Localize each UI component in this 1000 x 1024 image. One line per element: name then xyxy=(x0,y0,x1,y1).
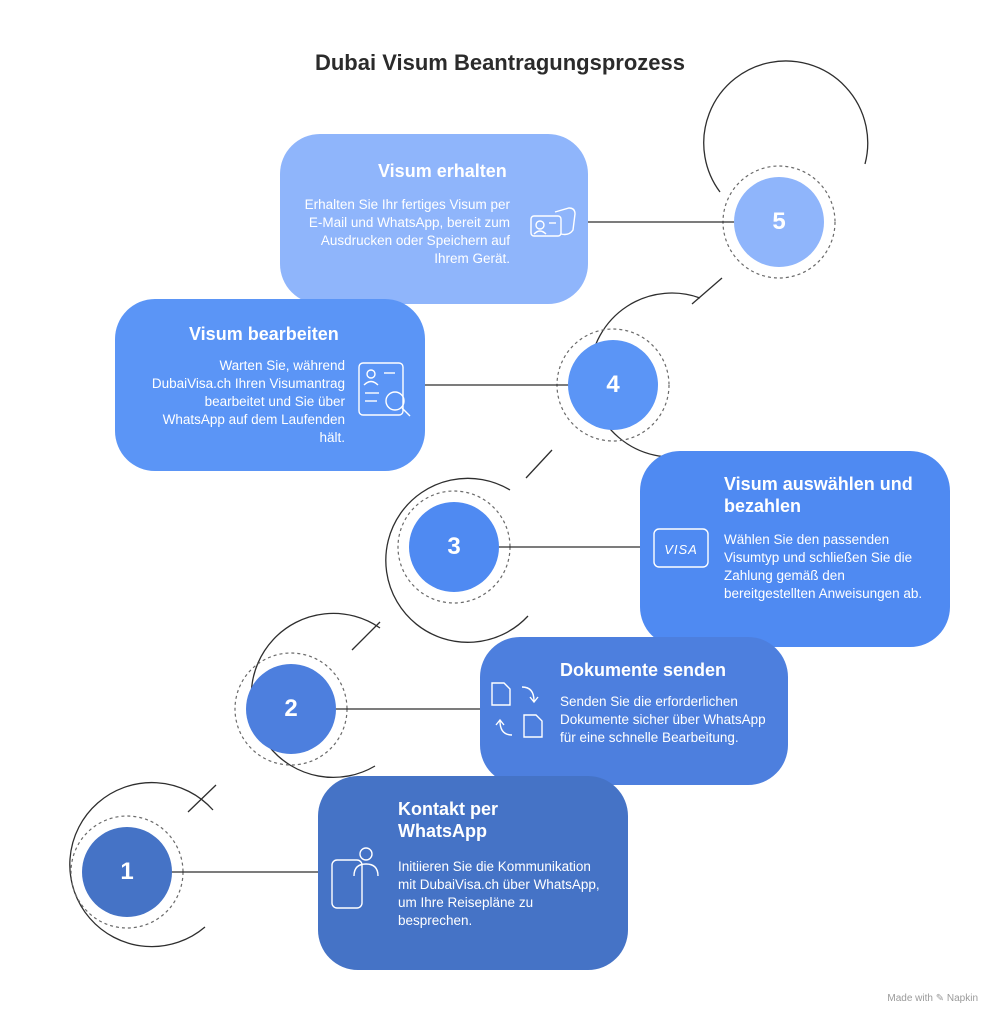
step-card-1: Kontakt per WhatsApp Initiieren Sie die … xyxy=(318,776,628,970)
step-card-5: Visum erhalten Erhalten Sie Ihr fertiges… xyxy=(280,134,588,304)
step-number-4: 4 xyxy=(568,340,658,430)
connector-lines xyxy=(170,221,735,873)
step-title: Visum bearbeiten xyxy=(189,324,339,344)
ring-5 xyxy=(703,60,869,193)
ring-1 xyxy=(69,781,214,948)
step-number-1: 1 xyxy=(82,827,172,917)
step-title: Kontakt per WhatsApp xyxy=(398,799,499,841)
id-card-hand-icon xyxy=(530,207,576,237)
step-title: Visum auswählen und bezahlen xyxy=(724,474,913,516)
step-card-3: Visum auswählen und bezahlen Wählen Sie … xyxy=(640,451,950,647)
step-number-3: 3 xyxy=(409,502,499,592)
step-number-2: 2 xyxy=(246,664,336,754)
step-title: Dokumente senden xyxy=(560,660,727,680)
outer-rings xyxy=(69,60,869,948)
visa-card-icon: VISA xyxy=(653,528,709,568)
step-text: Wählen Sie den passenden Visumtyp und sc… xyxy=(724,532,923,601)
step-text: Erhalten Sie Ihr fertiges Visum per E-Ma… xyxy=(304,197,510,266)
id-search-icon xyxy=(358,362,411,417)
link-ring-2-3 xyxy=(351,621,381,651)
link-ring-1-2 xyxy=(187,784,217,813)
step-number-5: 5 xyxy=(734,177,824,267)
step-text: Warten Sie, während DubaiVisa.ch Ihren V… xyxy=(151,358,345,445)
svg-text:VISA: VISA xyxy=(664,542,698,557)
step-card-2: Dokumente senden Senden Sie die erforder… xyxy=(480,637,788,785)
link-ring-3-4 xyxy=(525,449,553,479)
step-title: Visum erhalten xyxy=(378,161,507,181)
document-exchange-icon xyxy=(491,682,543,738)
footer-credit: Made with ✎ Napkin xyxy=(887,993,978,1004)
link-ring-4-5 xyxy=(691,277,723,305)
step-card-4: Visum bearbeiten Warten Sie, während Dub… xyxy=(115,299,425,471)
step-text: Senden Sie die erforderlichen Dokumente … xyxy=(560,694,766,745)
ring-3 xyxy=(385,477,529,643)
step-text: Initiieren Sie die Kommunikation mit Dub… xyxy=(398,859,600,928)
page-title: Dubai Visum Beantragungsprozess xyxy=(314,50,685,75)
person-phone-icon xyxy=(331,847,379,909)
